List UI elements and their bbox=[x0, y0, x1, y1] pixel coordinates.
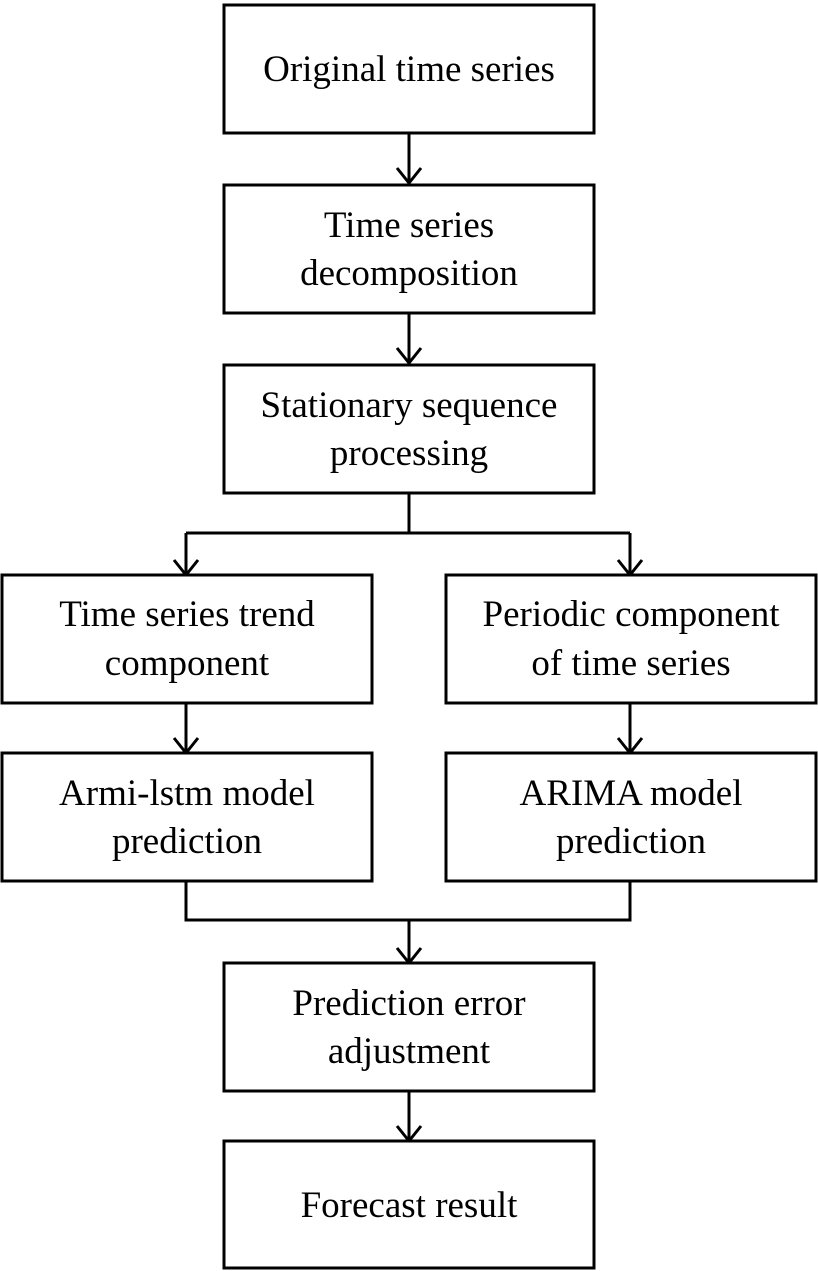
edge-split-to-trend bbox=[172, 533, 200, 578]
node-label-line-2: prediction bbox=[556, 821, 706, 862]
edge-merge-to-error-adjust bbox=[395, 920, 423, 966]
node-box bbox=[222, 1139, 596, 1270]
node-box bbox=[222, 3, 596, 135]
node-label: Forecast result bbox=[301, 1185, 519, 1226]
node-box bbox=[0, 751, 374, 883]
node-label-line-1: Armi-lstm model bbox=[59, 773, 315, 814]
node-label-line-1: Time series trend bbox=[59, 594, 315, 635]
node-box bbox=[444, 751, 818, 883]
node-box bbox=[444, 573, 818, 705]
node-label-line-2: processing bbox=[330, 433, 488, 474]
node-label-line-2: prediction bbox=[112, 821, 262, 862]
node-label-line-2: component bbox=[105, 643, 270, 684]
edge-merge bbox=[184, 881, 632, 922]
node-label-line-2: decomposition bbox=[300, 253, 518, 294]
node-box bbox=[222, 363, 596, 495]
node-label-line-1: Time series bbox=[324, 205, 494, 246]
edge-periodic-to-arima bbox=[616, 703, 644, 756]
node-original-time-series: Original time series bbox=[222, 3, 596, 135]
node-periodic-component: Periodic component of time series bbox=[444, 573, 818, 705]
node-box bbox=[222, 183, 596, 315]
node-prediction-error-adjustment: Prediction error adjustment bbox=[222, 961, 596, 1093]
node-label-line-1: Periodic component bbox=[483, 594, 781, 635]
edge-split-to-periodic bbox=[616, 533, 644, 578]
node-label: Original time series bbox=[263, 49, 555, 90]
node-stationary-sequence-processing: Stationary sequence processing bbox=[222, 363, 596, 495]
node-label-line-2: adjustment bbox=[328, 1031, 491, 1072]
node-box bbox=[0, 573, 374, 705]
edge-original-to-decomposition bbox=[395, 133, 423, 186]
edge-stationary-split bbox=[186, 493, 630, 535]
node-box bbox=[222, 961, 596, 1093]
edge-error-adjust-to-forecast bbox=[395, 1091, 423, 1144]
node-forecast-result: Forecast result bbox=[222, 1139, 596, 1270]
node-time-series-trend-component: Time series trend component bbox=[0, 573, 374, 705]
node-label-line-1: ARIMA model bbox=[519, 773, 742, 814]
nodes: Original time series Time series decompo… bbox=[0, 3, 818, 1270]
node-label-line-1: Stationary sequence bbox=[261, 385, 558, 426]
edge-decomposition-to-stationary bbox=[395, 313, 423, 366]
edge-trend-to-armi-lstm bbox=[172, 703, 200, 756]
node-arima-model-prediction: ARIMA model prediction bbox=[444, 751, 818, 883]
node-armi-lstm-model-prediction: Armi-lstm model prediction bbox=[0, 751, 374, 883]
node-time-series-decomposition: Time series decomposition bbox=[222, 183, 596, 315]
node-label-line-2: of time series bbox=[531, 643, 730, 684]
node-label-line-1: Prediction error bbox=[292, 983, 525, 1024]
